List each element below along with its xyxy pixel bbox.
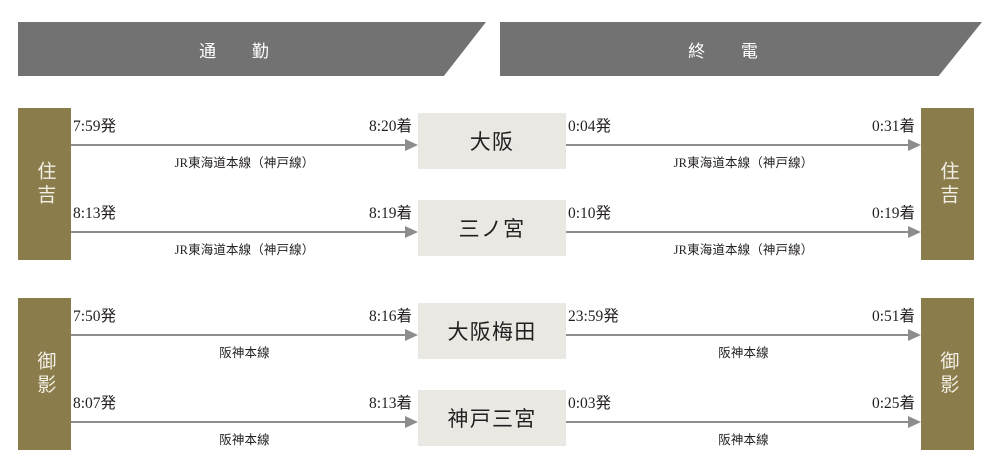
arrival-time: 8:13着 xyxy=(368,394,412,412)
leg-times: 7:50発 8:16着 xyxy=(71,298,418,324)
arrow-head-icon xyxy=(405,416,418,428)
route-arrow xyxy=(71,329,418,341)
leg-outbound: 8:13発 8:19着 JR東海道本線（神戸線） xyxy=(71,195,418,265)
leg-times: 0:04発 0:31着 xyxy=(566,108,921,134)
rail-line-name: JR東海道本線（神戸線） xyxy=(673,243,814,257)
arrival-time: 8:20着 xyxy=(368,117,412,135)
arrival-time: 0:25着 xyxy=(871,394,915,412)
leg-times: 0:03発 0:25着 xyxy=(566,385,921,411)
leg-outbound: 8:07発 8:13着 阪神本線 xyxy=(71,385,418,455)
header-label-commute: 通 勤 xyxy=(199,41,279,61)
leg-inbound: 0:04発 0:31着 JR東海道本線（神戸線） xyxy=(566,108,921,178)
route-arrow xyxy=(566,139,921,151)
origin-station-label: 住吉 xyxy=(34,160,56,208)
hub-station-box: 神戸三宮 xyxy=(418,390,566,446)
origin-station-group-1: 住吉 xyxy=(18,108,71,260)
departure-time: 0:04発 xyxy=(568,117,612,135)
hub-station-box: 大阪 xyxy=(418,113,566,169)
leg-times: 8:07発 8:13着 xyxy=(71,385,418,411)
arrow-head-icon xyxy=(908,416,921,428)
route-arrow xyxy=(71,416,418,428)
leg-outbound: 7:59発 8:20着 JR東海道本線（神戸線） xyxy=(71,108,418,178)
leg-inbound: 0:10発 0:19着 JR東海道本線（神戸線） xyxy=(566,195,921,265)
arrow-line-icon xyxy=(71,231,407,233)
origin-station-group-2: 御影 xyxy=(18,298,71,450)
arrow-line-icon xyxy=(566,421,910,423)
arrow-head-icon xyxy=(908,329,921,341)
destination-station-label: 御影 xyxy=(937,350,959,398)
arrow-line-icon xyxy=(566,144,910,146)
hub-station-box: 三ノ宮 xyxy=(418,200,566,256)
route-arrow xyxy=(566,226,921,238)
arrow-line-icon xyxy=(71,144,407,146)
arrow-line-icon xyxy=(71,421,407,423)
arrow-line-icon xyxy=(566,231,910,233)
route-group-1: 住吉 住吉 大阪 三ノ宮 7:59発 8:20着 JR東海道本線（神戸線） xyxy=(0,108,1000,260)
leg-times: 8:13発 8:19着 xyxy=(71,195,418,221)
origin-station-label: 御影 xyxy=(34,350,56,398)
route-arrow xyxy=(566,416,921,428)
arrow-line-icon xyxy=(71,334,407,336)
leg-inbound: 0:03発 0:25着 阪神本線 xyxy=(566,385,921,455)
arrow-head-icon xyxy=(908,139,921,151)
rail-line-name: JR東海道本線（神戸線） xyxy=(174,243,315,257)
departure-time: 7:59発 xyxy=(73,117,117,135)
departure-time: 7:50発 xyxy=(73,307,117,325)
rail-line-name: 阪神本線 xyxy=(718,433,769,447)
departure-time: 8:07発 xyxy=(73,394,117,412)
route-arrow xyxy=(566,329,921,341)
destination-station-group-1: 住吉 xyxy=(921,108,974,260)
departure-time: 0:10発 xyxy=(568,204,612,222)
leg-inbound: 23:59発 0:51着 阪神本線 xyxy=(566,298,921,368)
destination-station-label: 住吉 xyxy=(937,160,959,208)
rail-line-name: 阪神本線 xyxy=(219,346,270,360)
hub-station-label: 神戸三宮 xyxy=(447,407,537,431)
arrow-head-icon xyxy=(908,226,921,238)
header-band-commute: 通 勤 xyxy=(18,22,486,76)
arrow-head-icon xyxy=(405,329,418,341)
route-arrow xyxy=(71,139,418,151)
header-label-last-train: 終 電 xyxy=(688,41,768,61)
hub-station-label: 大阪 xyxy=(469,130,515,154)
hub-station-label: 大阪梅田 xyxy=(447,320,537,344)
hub-station-label: 三ノ宮 xyxy=(458,217,526,241)
rail-line-name: 阪神本線 xyxy=(219,433,270,447)
rail-line-name: JR東海道本線（神戸線） xyxy=(673,156,814,170)
destination-station-group-2: 御影 xyxy=(921,298,974,450)
header-band-last-train: 終 電 xyxy=(500,22,982,76)
leg-outbound: 7:50発 8:16着 阪神本線 xyxy=(71,298,418,368)
leg-times: 23:59発 0:51着 xyxy=(566,298,921,324)
rail-line-name: 阪神本線 xyxy=(718,346,769,360)
arrival-time: 0:19着 xyxy=(871,204,915,222)
arrival-time: 0:51着 xyxy=(871,307,915,325)
arrow-line-icon xyxy=(566,334,910,336)
arrow-head-icon xyxy=(405,139,418,151)
leg-times: 0:10発 0:19着 xyxy=(566,195,921,221)
departure-time: 8:13発 xyxy=(73,204,117,222)
route-group-2: 御影 御影 大阪梅田 神戸三宮 7:50発 8:16着 阪神本線 23: xyxy=(0,298,1000,450)
leg-times: 7:59発 8:20着 xyxy=(71,108,418,134)
rail-line-name: JR東海道本線（神戸線） xyxy=(174,156,315,170)
route-arrow xyxy=(71,226,418,238)
arrival-time: 8:16着 xyxy=(368,307,412,325)
hub-station-box: 大阪梅田 xyxy=(418,303,566,359)
departure-time: 0:03発 xyxy=(568,394,612,412)
arrival-time: 0:31着 xyxy=(871,117,915,135)
arrow-head-icon xyxy=(405,226,418,238)
arrival-time: 8:19着 xyxy=(368,204,412,222)
departure-time: 23:59発 xyxy=(568,307,619,325)
